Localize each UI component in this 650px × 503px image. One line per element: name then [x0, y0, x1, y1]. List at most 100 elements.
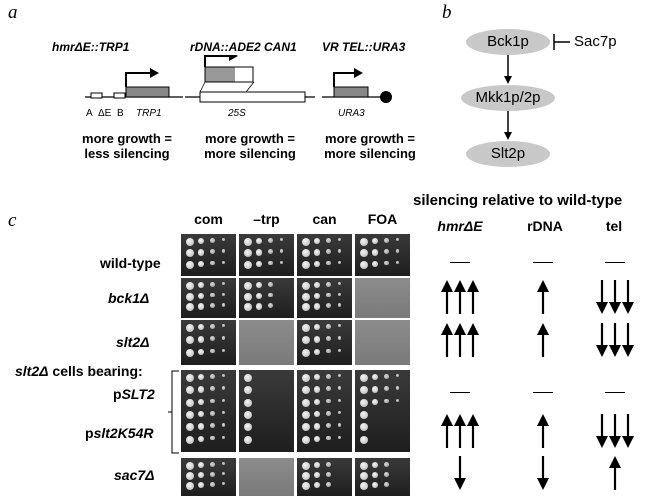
colony-spot [256, 260, 263, 268]
colony-spot [186, 348, 194, 357]
colony-spot [302, 423, 310, 432]
colony-spot [222, 482, 226, 486]
row-label-sac7: sac7Δ [114, 467, 155, 483]
colony-spot [268, 260, 273, 266]
colony-spot [302, 435, 310, 444]
colony-spot [222, 303, 226, 307]
slt2p-node [466, 141, 550, 167]
colony-spot [222, 386, 226, 390]
colony-spot [198, 292, 205, 300]
colony-spot [256, 238, 263, 245]
colony-spot [360, 386, 368, 395]
colony-spot [326, 292, 331, 298]
colony-spot [222, 374, 226, 378]
slt2p-label: Slt2p [490, 145, 526, 162]
colony-spot [302, 348, 310, 357]
colony-spot [384, 482, 389, 487]
colony-spot [338, 411, 342, 415]
colony-spot [372, 260, 379, 268]
colony-spot [396, 398, 400, 402]
row-label-slt2: slt2Δ [116, 334, 150, 350]
colony-spot [222, 411, 226, 415]
colony-spot [338, 238, 342, 242]
construct-diagrams [85, 55, 392, 103]
no-change-dash [605, 262, 625, 263]
colony-spot [186, 249, 194, 258]
colony-spot [210, 482, 215, 487]
colony-spot [314, 386, 321, 393]
mkk1p-node [461, 85, 555, 111]
colony-spot [186, 423, 194, 432]
colony-spot [244, 238, 252, 246]
colony-spot [326, 303, 331, 309]
colony-spot [198, 303, 205, 310]
silencing-col-tel: tel [605, 218, 623, 234]
colony-spot [302, 324, 310, 332]
up-arrow-icon [441, 323, 479, 357]
colony-spot [280, 249, 284, 253]
silencing-title: silencing relative to wild-type [413, 192, 623, 209]
plate-image [355, 320, 410, 365]
colony-spot [326, 462, 331, 467]
colony-spot [244, 260, 252, 269]
colony-spot [338, 260, 342, 264]
row-label-wild-type: wild-type [100, 255, 161, 271]
hmr-caption: more growth =less silencing [82, 131, 172, 161]
no-change-dash [450, 262, 470, 263]
colony-spot [314, 348, 321, 356]
colony-spot [314, 324, 321, 331]
plate-image [355, 278, 410, 318]
colony-spot [210, 249, 215, 255]
colony-spot [302, 292, 310, 301]
colony-spot [186, 336, 194, 345]
colony-spot [302, 462, 310, 470]
colony-spot [222, 292, 226, 296]
colony-spot [326, 411, 331, 416]
colony-spot [210, 238, 215, 243]
colony-spot [210, 411, 215, 416]
colony-spot [360, 260, 368, 269]
colony-spot [314, 249, 321, 256]
colony-spot [244, 423, 252, 432]
colony-spot [314, 238, 321, 245]
colony-spot [360, 462, 368, 470]
row-label-pslt2: pSLT2 [113, 386, 155, 402]
arrow-icon [504, 132, 512, 140]
colony-spot [198, 423, 205, 430]
colony-spot [326, 374, 331, 379]
colony-spot [360, 411, 368, 419]
colony-spot [222, 260, 226, 264]
colony-spot [326, 398, 331, 404]
colony-spot [198, 282, 205, 289]
construct-tel-name: VR TEL::URA3 [322, 40, 406, 54]
rdna-caption: more growth =more silencing [204, 131, 296, 161]
colony-spot [244, 435, 252, 444]
no-change-dash [605, 392, 625, 393]
colony-spot [384, 260, 389, 266]
colony-spot [302, 249, 310, 258]
colony-spot [384, 249, 389, 255]
group-bracket [168, 370, 179, 454]
colony-spot [360, 482, 368, 490]
colony-spot [198, 336, 205, 343]
colony-spot [384, 462, 389, 467]
panel-c-letter: c [8, 210, 17, 231]
colony-spot [186, 292, 194, 301]
colony-spot [314, 374, 321, 381]
colony-spot [338, 249, 342, 253]
up-arrow-icon [609, 456, 621, 490]
group-label-slt2-cells: slt2Δ cells bearing: [15, 363, 143, 379]
colony-spot [244, 411, 252, 419]
colony-spot [244, 386, 252, 395]
colony-spot [256, 282, 263, 289]
colony-spot [396, 249, 400, 253]
colony-spot [256, 303, 263, 310]
colony-spot [186, 472, 194, 480]
down-arrow-icon [596, 280, 634, 314]
tel-construct-diagram [322, 68, 392, 103]
colony-spot [210, 292, 215, 298]
rdna-construct-diagram [185, 55, 315, 103]
colony-spot [338, 423, 342, 427]
colony-spot [326, 348, 331, 354]
colony-spot [222, 435, 226, 439]
